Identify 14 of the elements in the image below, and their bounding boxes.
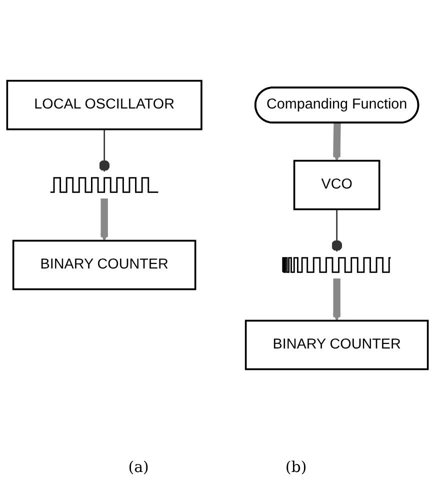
arrow: [100, 198, 108, 242]
panel-label: (a): [128, 458, 149, 476]
block-box: BINARY COUNTER: [244, 320, 429, 370]
arrow: [332, 122, 341, 162]
square-wave-drawing: [50, 177, 158, 193]
connector-line: [331, 209, 342, 252]
block-box: BINARY COUNTER: [12, 240, 196, 290]
block-box: LOCAL OSCILLATOR: [6, 80, 202, 130]
square-wave-drawing: [282, 257, 392, 273]
ellipse-node: Companding Function: [254, 86, 420, 124]
connector-line: [98, 129, 110, 172]
block-box: VCO: [293, 160, 380, 210]
panel-label: (b): [285, 458, 307, 476]
arrow: [332, 278, 341, 322]
